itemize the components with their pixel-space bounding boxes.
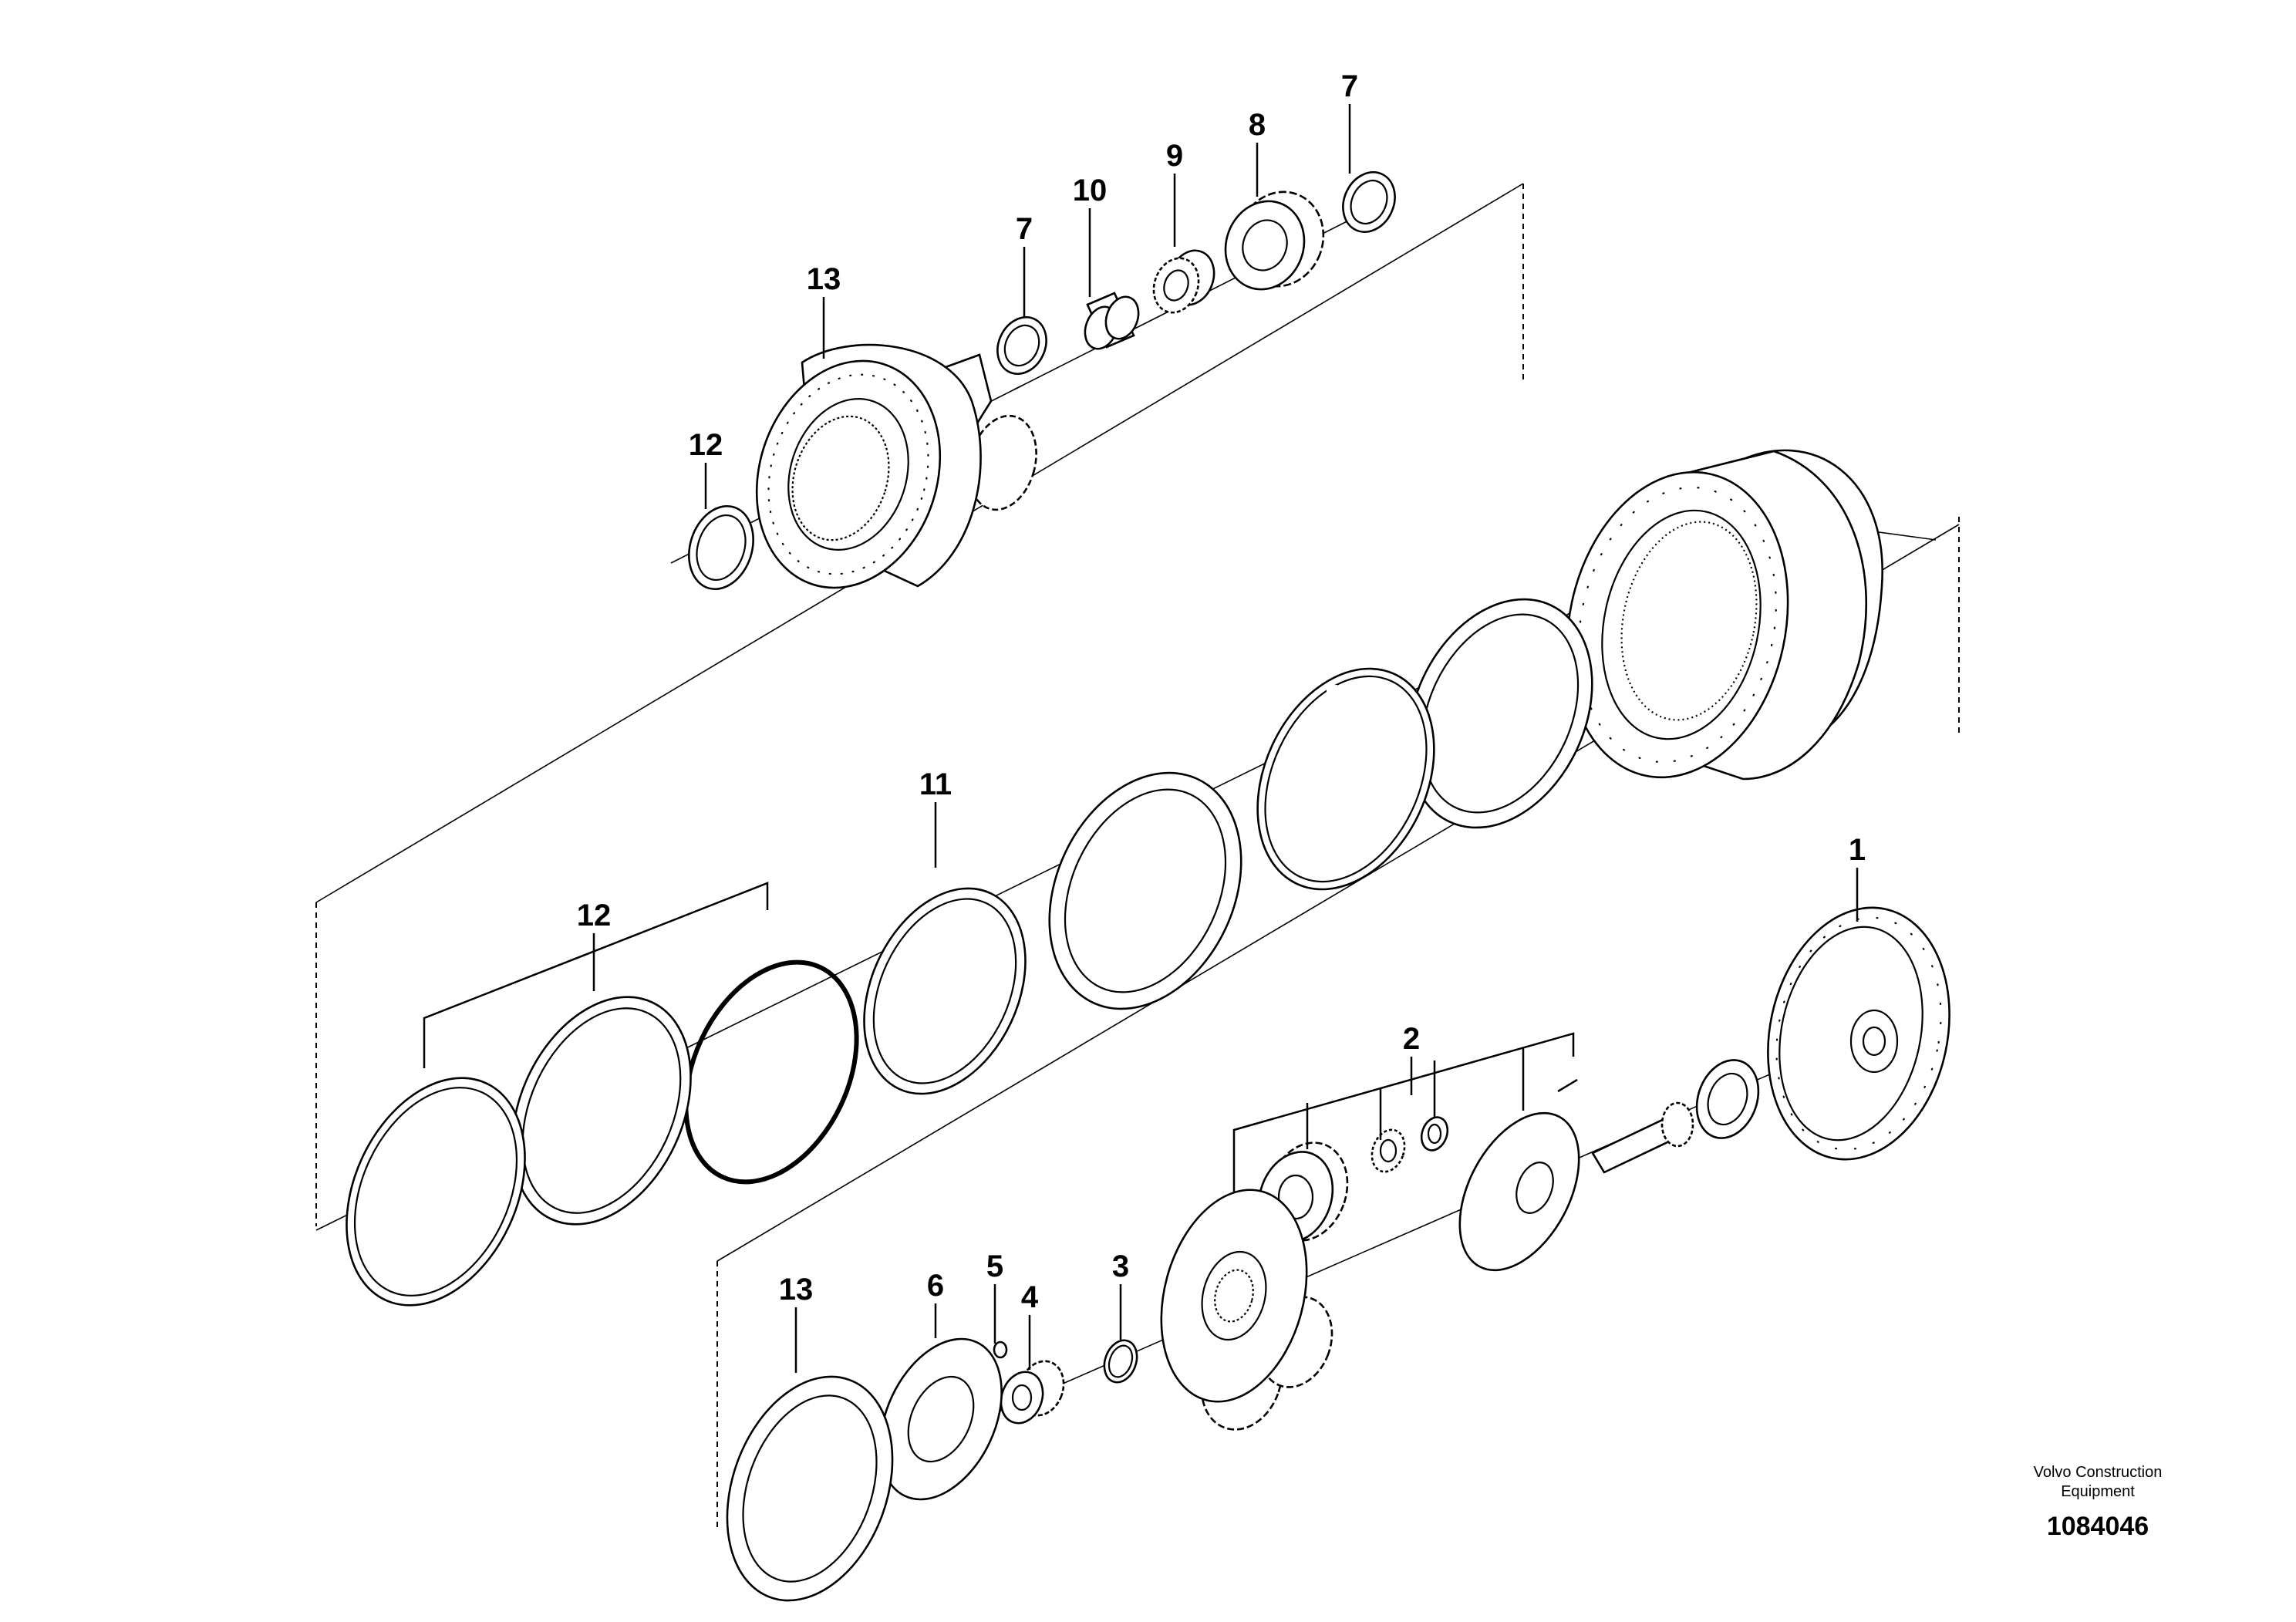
- callout-13-lower: 13: [779, 1273, 814, 1307]
- callout-4: 4: [1021, 1280, 1039, 1314]
- callout-3: 3: [1112, 1249, 1129, 1283]
- part-5-bolt: [993, 1340, 1008, 1359]
- callout-7-upper: 7: [1341, 69, 1358, 103]
- callout-11: 11: [919, 767, 952, 801]
- part-seal-ring: [1407, 598, 1593, 829]
- callout-9: 9: [1166, 139, 1183, 173]
- part-1-cover: [1767, 906, 1950, 1161]
- callout-2: 2: [1403, 1022, 1420, 1056]
- callout-1: 1: [1849, 833, 1866, 867]
- part-ring-gear-housing: [1566, 449, 1883, 781]
- part-thrust-plate: [1458, 1111, 1580, 1272]
- part-o-ring: [683, 959, 859, 1185]
- callout-6: 6: [927, 1269, 944, 1303]
- part-pin: [1557, 1078, 1578, 1093]
- part-3-retaining-ring: [1103, 1339, 1138, 1384]
- part-washer-cover: [1695, 1059, 1760, 1139]
- part-9-needle-bearing-upper: [1152, 249, 1215, 314]
- part-6-plate: [879, 1337, 1003, 1501]
- callout-8: 8: [1249, 108, 1266, 142]
- part-12-shim-front: [346, 1077, 526, 1307]
- part-13-seal-lower: [726, 1375, 894, 1602]
- part-2-needle-bearing: [1371, 1128, 1406, 1173]
- part-12-shim-middle: [511, 996, 692, 1226]
- part-13-planet-carrier-upper: [755, 343, 1037, 589]
- part-planet-carrier-lower: [1160, 1189, 1333, 1431]
- brand-line-1: Volvo Construction: [2034, 1464, 2163, 1481]
- document-number: 1084046: [2047, 1512, 2149, 1541]
- callout-12-middle: 12: [577, 899, 612, 932]
- leader-lines: [423, 104, 1859, 1373]
- part-10-sleeve: [1084, 292, 1140, 350]
- part-4-sun-gear: [1000, 1360, 1065, 1425]
- part-11-ring: [863, 887, 1027, 1095]
- part-sun-shaft: [1591, 1101, 1694, 1174]
- callout-12-upper: 12: [689, 428, 723, 462]
- footer-block: Volvo Construction Equipment 1084046: [2034, 1464, 2163, 1541]
- part-2-sleeve: [1420, 1116, 1449, 1152]
- callout-13-upper: 13: [807, 262, 841, 296]
- callout-labels: 7 8 9 10 7 13 12 11 12 1 2 13 6 5 4 3: [577, 69, 1866, 1314]
- part-12-shim-upper: [688, 504, 754, 591]
- part-snap-ring: [1256, 667, 1435, 891]
- part-bearing: [1048, 771, 1242, 1010]
- part-7-thrust-washer-upper: [1342, 171, 1396, 233]
- part-8-planet-gear-upper: [1224, 191, 1325, 291]
- brand-line-2: Equipment: [2061, 1483, 2135, 1500]
- callout-7-lower: 7: [1016, 212, 1033, 246]
- callout-5: 5: [986, 1249, 1003, 1283]
- callout-10: 10: [1073, 174, 1108, 207]
- part-7-thrust-washer-lower: [996, 316, 1047, 375]
